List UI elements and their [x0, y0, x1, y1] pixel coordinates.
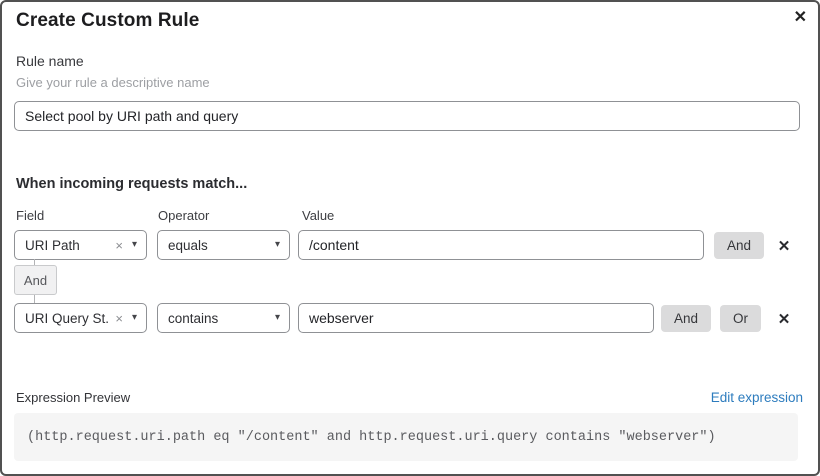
- column-label-field: Field: [16, 208, 45, 223]
- column-label-value: Value: [302, 208, 335, 223]
- chevron-down-icon: ▾: [274, 239, 280, 250]
- operator-select-row2-value: contains: [168, 310, 219, 326]
- dialog-title: Create Custom Rule: [16, 10, 200, 31]
- column-label-operator: Operator: [158, 208, 210, 223]
- close-icon[interactable]: ✕: [793, 9, 807, 26]
- add-and-button-row1[interactable]: And: [714, 232, 765, 259]
- value-input-row2[interactable]: [298, 303, 654, 333]
- field-select-row1[interactable]: URI Path × ▾: [14, 230, 147, 260]
- edit-expression-link[interactable]: Edit expression: [710, 390, 803, 405]
- rule-name-hint: Give your rule a descriptive name: [16, 75, 210, 90]
- matcher-heading: When incoming requests match...: [16, 176, 248, 192]
- expression-preview-label: Expression Preview: [16, 390, 131, 405]
- add-and-button-row2[interactable]: And: [661, 305, 712, 332]
- field-select-row1-value: URI Path: [25, 237, 80, 253]
- operator-select-row1-value: equals: [168, 237, 208, 253]
- operator-select-row1[interactable]: equals ▾: [157, 230, 290, 260]
- field-select-row2-value: URI Query St...: [25, 310, 110, 326]
- add-or-button-row2[interactable]: Or: [720, 305, 761, 332]
- field-select-row2[interactable]: URI Query St... × ▾: [14, 303, 147, 333]
- chevron-down-icon: ▾: [131, 312, 137, 323]
- remove-row2-icon[interactable]: ✕: [777, 310, 791, 328]
- expression-code-block: (http.request.uri.path eq "/content" and…: [14, 413, 798, 461]
- clear-icon[interactable]: ×: [115, 237, 123, 253]
- clear-icon[interactable]: ×: [115, 310, 123, 326]
- chevron-down-icon: ▾: [131, 239, 137, 250]
- operator-select-row2[interactable]: contains ▾: [157, 303, 290, 333]
- rule-name-input[interactable]: [14, 101, 800, 131]
- remove-row1-icon[interactable]: ✕: [777, 237, 791, 255]
- expression-code: (http.request.uri.path eq "/content" and…: [27, 429, 716, 445]
- connector-and-badge: And: [14, 265, 57, 295]
- rule-name-label: Rule name: [16, 53, 84, 69]
- value-input-row1[interactable]: [298, 230, 704, 260]
- chevron-down-icon: ▾: [274, 312, 280, 323]
